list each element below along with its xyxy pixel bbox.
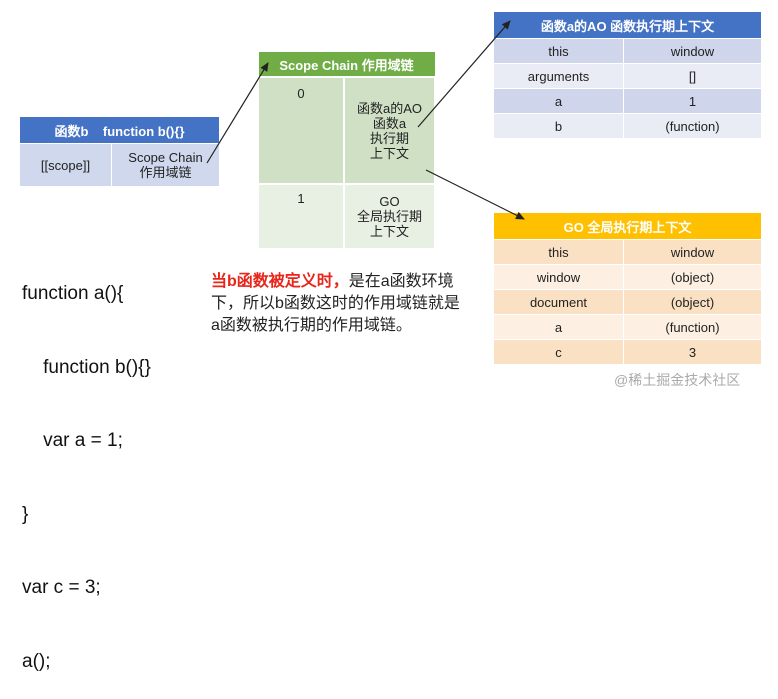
arrow-fnb-to-scope	[206, 62, 269, 164]
ao-value: 1	[623, 88, 762, 114]
go-value: (object)	[623, 289, 762, 315]
function-b-header: 函数b function b(){}	[18, 116, 221, 144]
ao-row: b(function)	[493, 113, 762, 139]
go-key: this	[493, 239, 624, 265]
arrow-scope1-to-go	[425, 169, 525, 220]
code-line: }	[22, 503, 29, 525]
go-row: a(function)	[493, 314, 762, 340]
code-line: a();	[22, 650, 51, 672]
arrow-scope0-to-ao	[417, 20, 511, 128]
scope-chain-row: 1 GO 全局执行期 上下文	[257, 183, 437, 250]
go-value: (object)	[623, 264, 762, 290]
scope-chain-row: 0 函数a的AO 函数a 执行期 上下文	[257, 76, 437, 185]
code-line: var c = 3;	[22, 577, 101, 598]
code-line: var a = 1;	[22, 430, 123, 451]
connector-arrows	[206, 20, 525, 220]
ao-key: b	[493, 113, 624, 139]
go-key: c	[493, 339, 624, 365]
ao-row: arguments[]	[493, 63, 762, 89]
note-text: 是在a函数环境下，所以b函数这时的作用域链就是a函数被执行期的作用域链。	[211, 273, 460, 334]
scope-chain-index: 0	[257, 76, 345, 185]
go-key: a	[493, 314, 624, 340]
explanation-note: 当b函数被定义时，是在a函数环境下，所以b函数这时的作用域链就是a函数被执行期的…	[211, 271, 465, 337]
watermark: @稀土掘金技术社区	[614, 372, 741, 388]
scope-chain-header: Scope Chain 作用域链	[257, 51, 436, 78]
code-line: function b(){}	[22, 356, 151, 378]
go-value: 3	[623, 339, 762, 365]
scope-chain-index: 1	[257, 183, 345, 250]
scope-chain-table: Scope Chain 作用域链 0 函数a的AO 函数a 执行期 上下文 1 …	[257, 51, 437, 250]
code-line: function a(){	[22, 283, 124, 304]
function-b-table: 函数b function b(){} [[scope]] Scope Chain…	[18, 116, 221, 187]
go-value: window	[623, 239, 762, 265]
scope-chain-value: GO 全局执行期 上下文	[342, 183, 437, 250]
ao-value: window	[623, 38, 762, 64]
scope-chain-value: 函数a的AO 函数a 执行期 上下文	[342, 76, 437, 185]
ao-key: a	[493, 88, 624, 114]
go-header: GO 全局执行期上下文	[493, 212, 762, 240]
note-highlight: 当b函数被定义时，	[211, 273, 349, 290]
code-block: function a(){ function b(){} var a = 1; …	[22, 233, 151, 699]
go-row: window(object)	[493, 264, 762, 290]
ao-key: this	[493, 38, 624, 64]
scope-property-label: [[scope]]	[19, 143, 112, 187]
ao-value: []	[623, 63, 762, 89]
ao-value: (function)	[623, 113, 762, 139]
ao-header: 函数a的AO 函数执行期上下文	[493, 11, 762, 39]
go-key: document	[493, 289, 624, 315]
scope-property-value: Scope Chain 作用域链	[110, 143, 221, 187]
go-value: (function)	[623, 314, 762, 340]
ao-key: arguments	[493, 63, 624, 89]
go-row: document(object)	[493, 289, 762, 315]
